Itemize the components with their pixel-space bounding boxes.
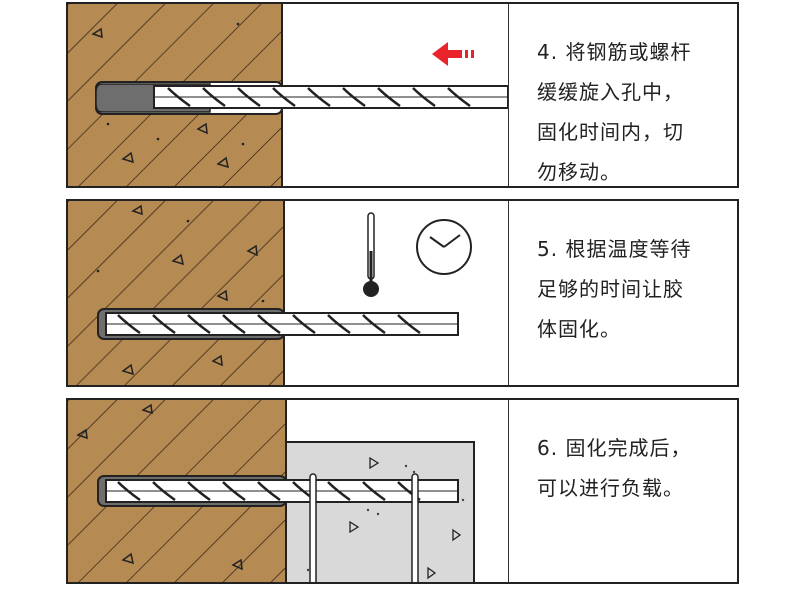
step-5-line-1: 5. 根据温度等待 <box>537 237 692 261</box>
stirrup-right <box>411 473 419 582</box>
step-5-panel: 5. 根据温度等待 足够的时间让胶 体固化。 <box>66 199 739 387</box>
step-4-illustration <box>68 4 508 186</box>
step-6-illustration <box>68 400 475 582</box>
step-5-text: 5. 根据温度等待 足够的时间让胶 体固化。 <box>508 201 737 385</box>
step-5-illustration <box>68 201 472 385</box>
rebar <box>105 479 459 503</box>
rebar <box>153 85 508 109</box>
step-4-line-4: 勿移动。 <box>537 160 621 184</box>
step-6-text: 6. 固化完成后， 可以进行负载。 <box>508 400 737 582</box>
step-5-line-3: 体固化。 <box>537 317 621 341</box>
step-4-panel: 4. 将钢筋或螺杆 缓缓旋入孔中， 固化时间内，切 勿移动。 <box>66 2 739 188</box>
step-4-line-2: 缓缓旋入孔中， <box>537 80 684 104</box>
rebar <box>105 312 459 336</box>
step-6-line-1: 6. 固化完成后， <box>537 436 692 460</box>
step-4-line-1: 4. 将钢筋或螺杆 <box>537 40 692 64</box>
step-6-panel: 6. 固化完成后， 可以进行负载。 <box>66 398 739 584</box>
wall-section <box>68 201 284 385</box>
stirrup-left <box>309 473 317 582</box>
thermometer-icon <box>363 212 379 297</box>
step-6-line-2: 可以进行负载。 <box>537 476 684 500</box>
concrete-block <box>285 441 475 582</box>
clock-icon <box>416 219 472 275</box>
step-4-line-3: 固化时间内，切 <box>537 120 684 144</box>
step-5-line-2: 足够的时间让胶 <box>537 277 684 301</box>
insert-arrow-icon <box>432 42 474 66</box>
step-4-text: 4. 将钢筋或螺杆 缓缓旋入孔中， 固化时间内，切 勿移动。 <box>508 4 737 186</box>
